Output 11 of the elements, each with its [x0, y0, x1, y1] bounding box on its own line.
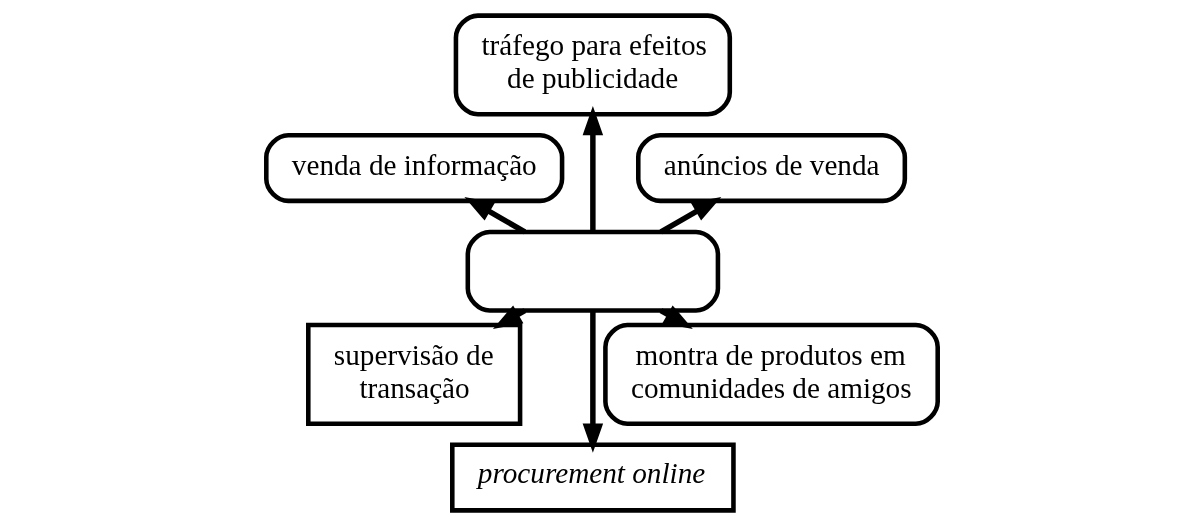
arrow: [582, 105, 603, 232]
node-box: [465, 229, 720, 313]
node-box: procurement online: [449, 442, 736, 513]
node-box: anúncios de venda: [635, 132, 907, 204]
node-box: montra de produtos em comunidades de amigos: [602, 322, 940, 426]
node-box: tráfego para efeitos de publicidade: [453, 13, 732, 117]
arrow: [463, 197, 526, 235]
node-box: venda de informação: [263, 132, 564, 204]
arrow: [659, 197, 721, 235]
arrow: [582, 310, 603, 453]
node-box: supervisão de transação: [305, 322, 522, 426]
